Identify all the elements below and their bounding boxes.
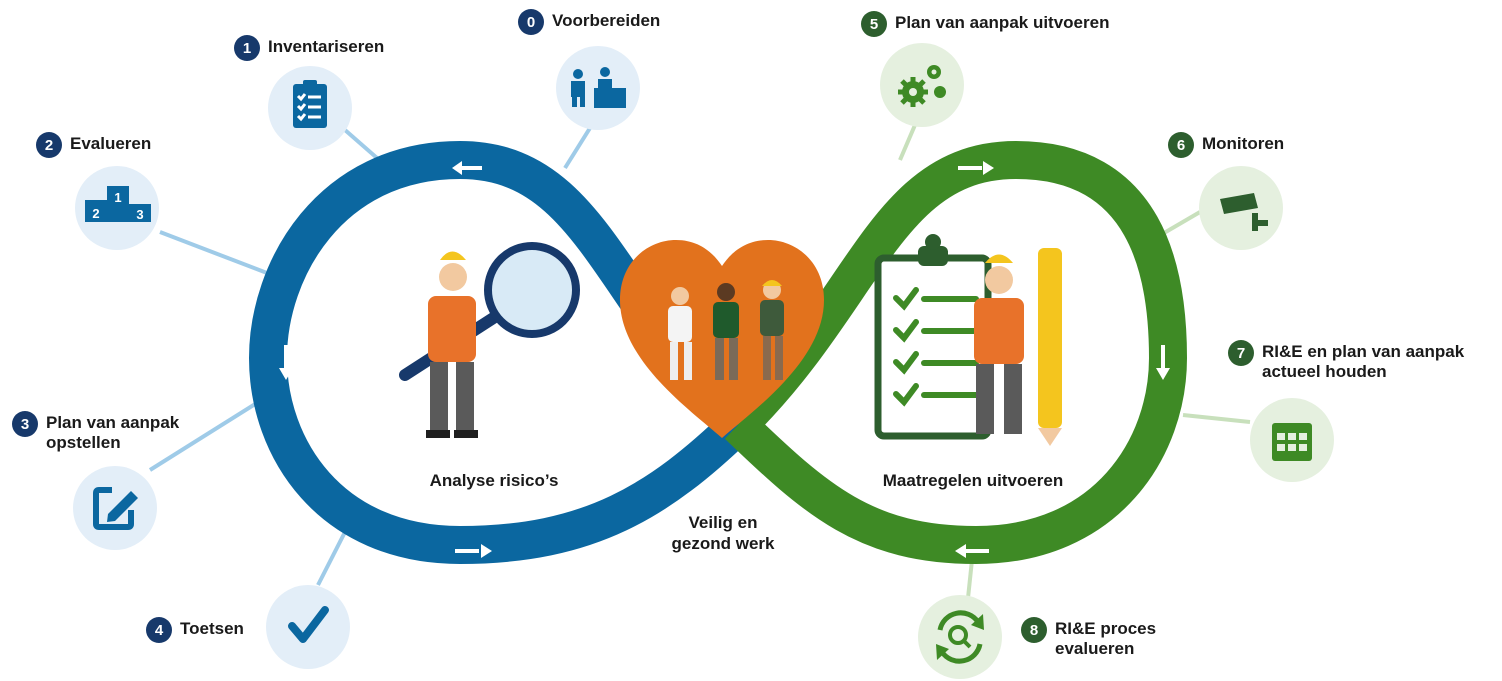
step-5-badge: 5 <box>861 11 887 37</box>
step-8: 8 RI&E proces evalueren <box>1021 617 1156 659</box>
step-3: 3 Plan van aanpak opstellen <box>12 411 179 453</box>
center-label: Veilig en gezond werk <box>671 513 775 553</box>
step-6-label: Monitoren <box>1202 134 1285 153</box>
arrow-down-icon <box>1156 345 1170 380</box>
step-0-badge: 0 <box>518 9 544 35</box>
step-7-badge: 7 <box>1228 340 1254 366</box>
step-6-badge: 6 <box>1168 132 1194 158</box>
step-1-badge: 1 <box>234 35 260 61</box>
step-8-label: RI&E proces evalueren <box>1055 619 1157 658</box>
right-loop-label: Maatregelen uitvoeren <box>882 471 1064 490</box>
checklist-icon <box>293 80 327 128</box>
step-7-label: RI&E en plan van aanpak actueel houden <box>1262 342 1465 381</box>
green-loop <box>724 140 1188 565</box>
arrow-left-icon <box>452 161 482 175</box>
step-1-label: Inventariseren <box>268 37 385 56</box>
arrow-right-icon <box>455 544 492 558</box>
step-2: 2 Evalueren <box>36 132 151 158</box>
camera-icon <box>1220 193 1268 231</box>
step-8-badge: 8 <box>1021 617 1047 643</box>
podium-first-label: 1 <box>114 190 121 205</box>
step-4: 4 Toetsen <box>146 617 244 643</box>
podium-third-label: 3 <box>136 207 143 222</box>
clipboard-worker-illustration <box>874 234 1062 446</box>
step-5: 5 Plan van aanpak uitvoeren <box>861 11 1109 37</box>
podium-second-label: 2 <box>92 206 99 221</box>
step-3-badge: 3 <box>12 411 38 437</box>
podium-icon: 1 2 3 <box>85 186 151 222</box>
step-1: 1 Inventariseren <box>234 35 384 61</box>
blue-loop <box>248 140 752 565</box>
arrow-down-icon <box>279 345 293 380</box>
step-3-label: Plan van aanpak opstellen <box>46 413 180 452</box>
checkmark-icon <box>288 606 329 643</box>
worker-magnifier-illustration <box>399 242 580 438</box>
cycle-search-icon <box>936 610 984 664</box>
gears-icon <box>898 65 946 107</box>
step-4-label: Toetsen <box>180 619 244 638</box>
step-6: 6 Monitoren <box>1168 132 1284 158</box>
step-0-label: Voorbereiden <box>552 11 661 30</box>
blue-connectors <box>148 118 597 586</box>
step-7: 7 RI&E en plan van aanpak actueel houden <box>1228 340 1464 382</box>
step-4-badge: 4 <box>146 617 172 643</box>
step-2-badge: 2 <box>36 132 62 158</box>
left-loop-label: Analyse risico’s <box>429 471 559 490</box>
arrow-left-icon <box>955 544 989 558</box>
edit-icon <box>93 487 138 530</box>
step-0: 0 Voorbereiden <box>518 9 660 35</box>
calendar-icon <box>1272 423 1312 461</box>
workers-group-illustration <box>668 280 784 380</box>
step-2-label: Evalueren <box>70 134 152 153</box>
step-8-circle <box>918 595 1002 679</box>
step-5-label: Plan van aanpak uitvoeren <box>895 13 1110 32</box>
people-desk-icon <box>571 67 626 108</box>
loop-arrows <box>279 161 1170 558</box>
arrow-right-icon <box>958 161 994 175</box>
